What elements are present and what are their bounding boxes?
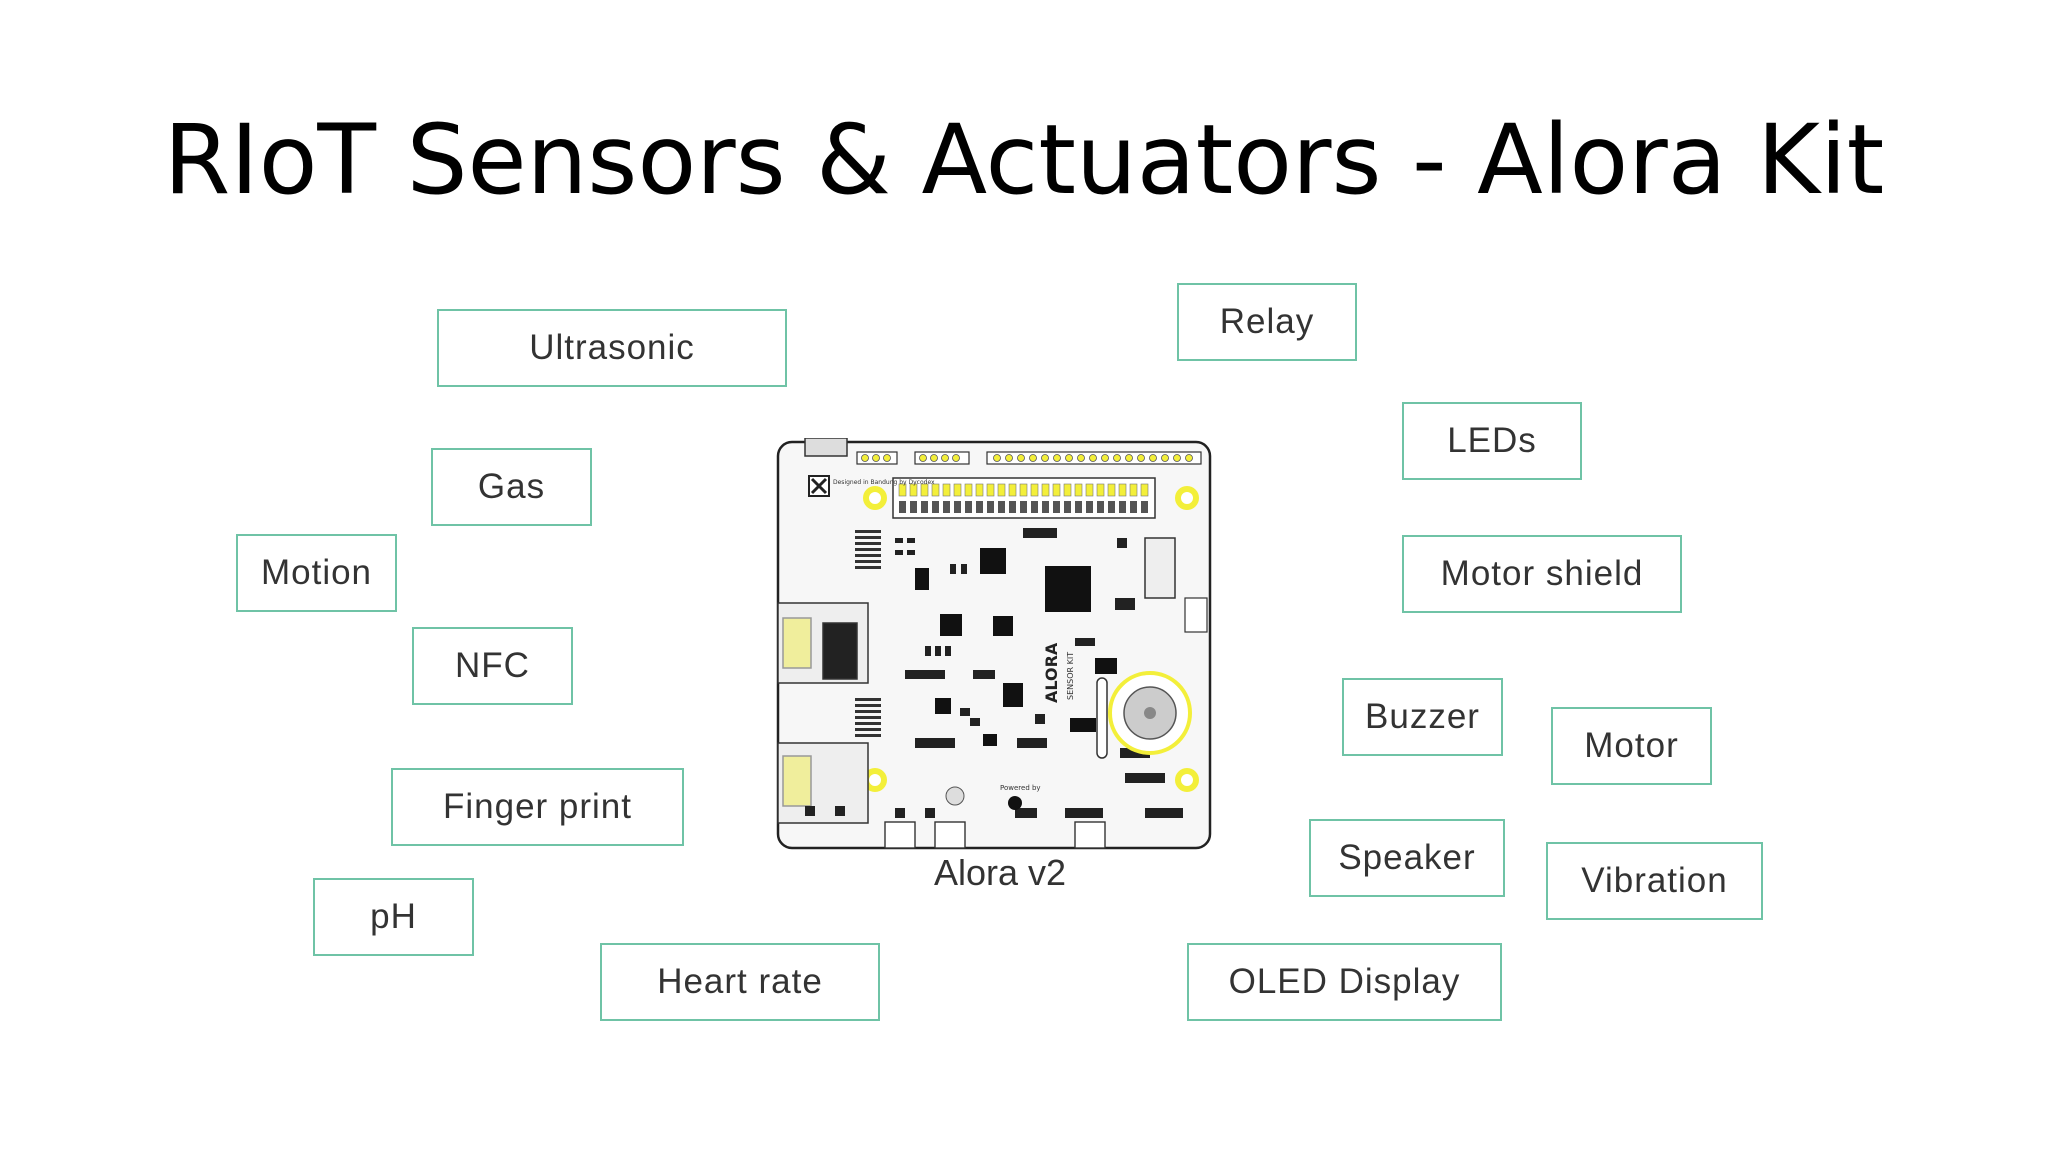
label-relay: Relay: [1177, 283, 1357, 361]
label-oled-display: OLED Display: [1187, 943, 1502, 1021]
chips: [915, 548, 1117, 746]
label-motor-shield: Motor shield: [1402, 535, 1682, 613]
bottom-connectors: [884, 821, 1106, 849]
pin-strips: [855, 530, 881, 737]
label-heart-rate: Heart rate: [600, 943, 880, 1021]
powered-by-text: Powered by: [1000, 784, 1041, 792]
alora-board-svg: Designed in Bandung by Dycodex: [776, 437, 1212, 850]
page-title: RIoT Sensors & Actuators - Alora Kit: [163, 104, 1885, 216]
label-ultrasonic: Ultrasonic: [437, 309, 787, 387]
top-header-pins: [861, 454, 1193, 462]
smd-components: [805, 528, 1183, 818]
silkscreen-alora: ALORA: [1042, 642, 1061, 703]
label-vibration: Vibration: [1546, 842, 1763, 920]
label-speaker: Speaker: [1309, 819, 1505, 897]
label-motion: Motion: [236, 534, 397, 612]
slot: [1096, 677, 1108, 759]
label-gas: Gas: [431, 448, 592, 526]
label-ph: pH: [313, 878, 474, 956]
board-caption: Alora v2: [933, 852, 1067, 893]
designed-by-text: Designed in Bandung by Dycodex: [833, 479, 935, 486]
alora-board-illustration: Designed in Bandung by Dycodex: [775, 437, 1215, 852]
label-nfc: NFC: [412, 627, 573, 705]
silkscreen-sensor-kit: SENSOR KIT: [1066, 652, 1075, 700]
label-motor: Motor: [1551, 707, 1712, 785]
logo-x: [810, 477, 828, 495]
label-leds: LEDs: [1402, 402, 1582, 480]
potentiometer: [945, 786, 965, 806]
main-header-pins: [898, 483, 1149, 497]
left-connectors: [777, 602, 869, 824]
powered-by-logo: [1008, 796, 1022, 810]
label-finger-print: Finger print: [391, 768, 684, 846]
side-header: [1184, 597, 1208, 633]
usb-connector: [804, 437, 848, 457]
right-connector: [1144, 537, 1176, 599]
label-buzzer: Buzzer: [1342, 678, 1503, 756]
